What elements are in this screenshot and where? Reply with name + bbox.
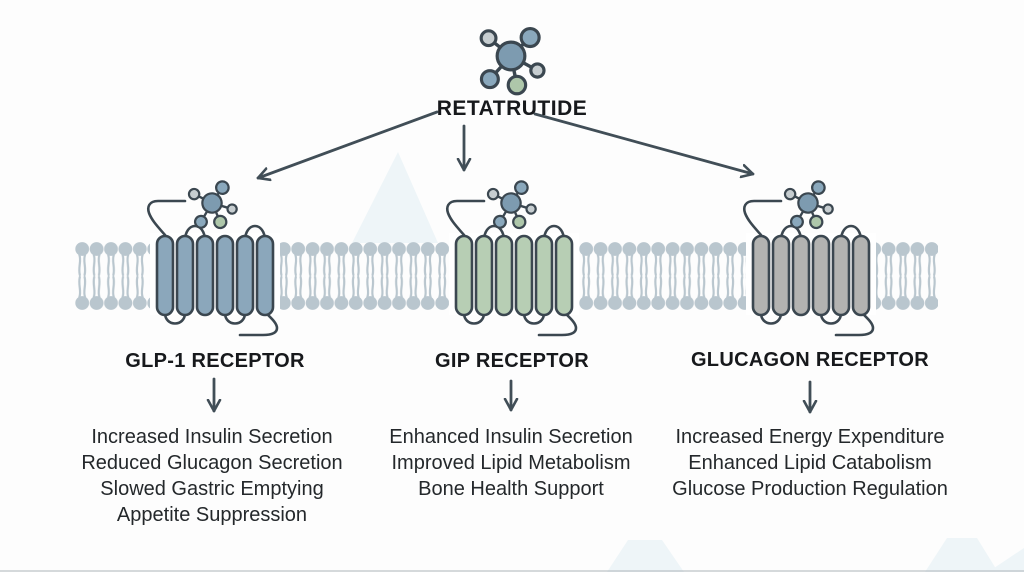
effect-item: Enhanced Insulin Secretion	[389, 426, 633, 448]
glucagon-receptor-illustration	[744, 180, 876, 335]
arrow-to-glp1-icon	[256, 110, 439, 178]
gip-effects-list: Enhanced Insulin Secretion Improved Lipi…	[389, 424, 633, 502]
glucagon-receptor-label: GLUCAGON RECEPTOR	[690, 349, 930, 371]
gip-receptor-label: GIP RECEPTOR	[434, 350, 590, 372]
effect-item: Enhanced Lipid Catabolism	[688, 452, 932, 474]
glp1-effects-list: Increased Insulin Secretion Reduced Gluc…	[81, 424, 342, 528]
bottom-edge-artifact	[0, 570, 1024, 572]
effect-item: Bone Health Support	[418, 478, 604, 500]
retatrutide-label: RETATRUTIDE	[436, 97, 588, 120]
effect-arrows	[214, 377, 810, 414]
effect-item: Improved Lipid Metabolism	[391, 452, 631, 474]
effect-item: Slowed Gastric Emptying	[100, 478, 324, 500]
effect-item: Appetite Suppression	[116, 504, 308, 526]
gip-receptor-illustration	[447, 180, 579, 335]
effect-item: Glucose Production Regulation	[672, 478, 948, 500]
glp1-receptor-label: GLP-1 RECEPTOR	[125, 350, 305, 372]
glucagon-effects-list: Increased Energy Expenditure Enhanced Li…	[672, 424, 948, 502]
glp1-receptor-illustration	[148, 180, 280, 335]
effect-item: Increased Insulin Secretion	[91, 426, 333, 448]
arrow-to-glucagon-icon	[533, 112, 755, 174]
effect-item: Increased Energy Expenditure	[675, 426, 945, 448]
retatrutide-molecule-icon	[479, 26, 546, 96]
effect-item: Reduced Glucagon Secretion	[81, 452, 343, 474]
distribution-arrows	[256, 110, 755, 178]
watermark-shapes	[352, 152, 1024, 572]
